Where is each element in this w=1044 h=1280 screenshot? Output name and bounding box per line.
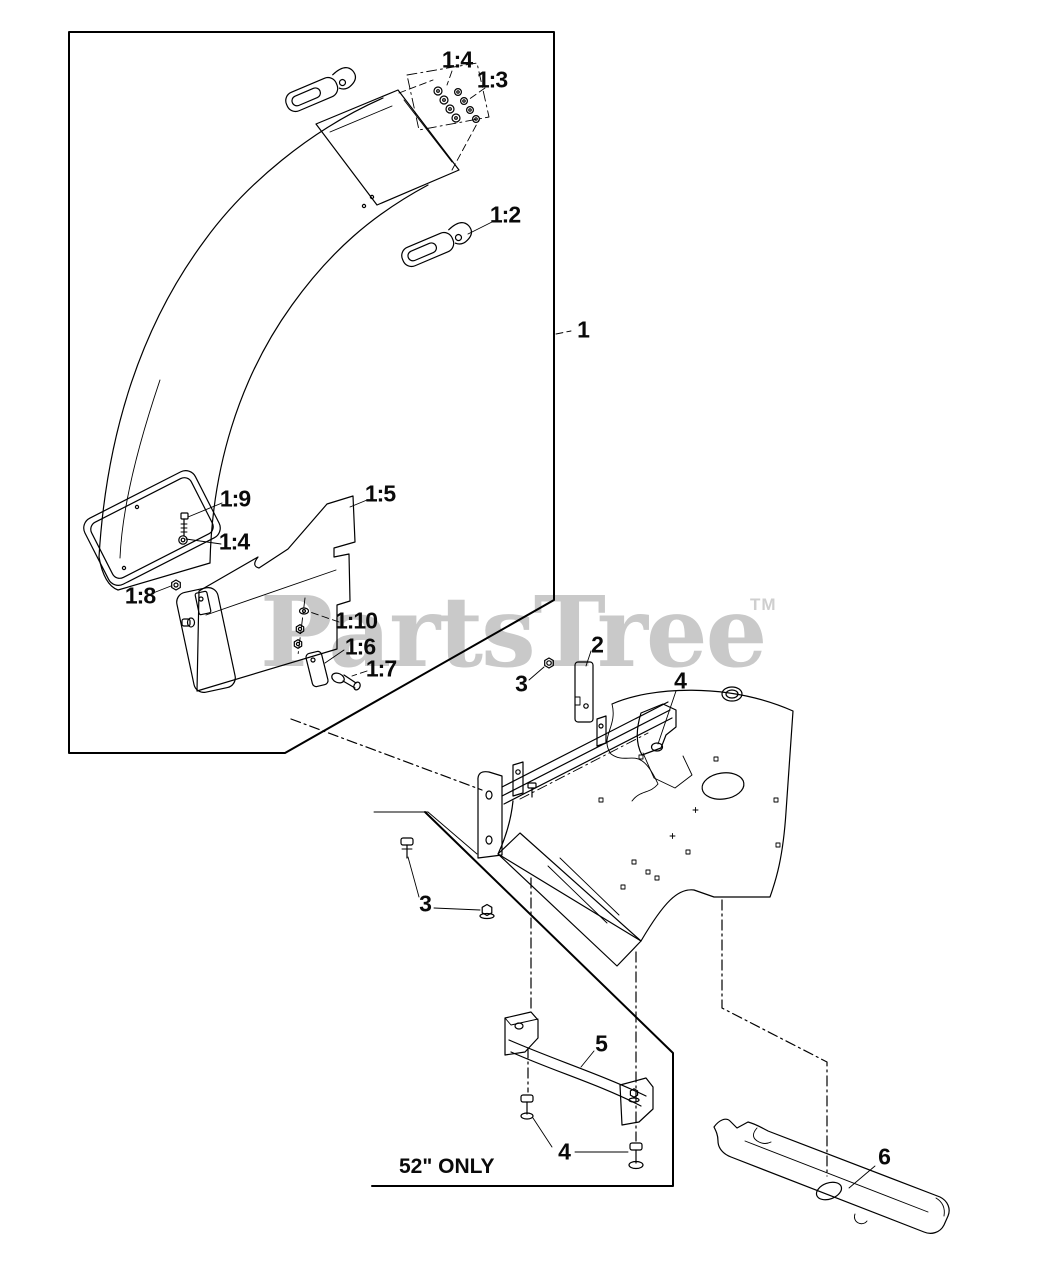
carriage-bolt-and-nut-3 bbox=[400, 837, 495, 920]
baffle-strip-5 bbox=[504, 1011, 654, 1126]
callout-3-lower: 3 bbox=[419, 890, 432, 917]
callout-6: 6 bbox=[878, 1143, 891, 1170]
front-plate bbox=[176, 587, 236, 693]
spacer-and-bolt bbox=[305, 650, 361, 691]
callout-1-2: 1:2 bbox=[489, 201, 521, 228]
callout-1-10: 1:10 bbox=[334, 607, 378, 634]
callout-1-8: 1:8 bbox=[124, 582, 156, 609]
callout-1-4-mid: 1:4 bbox=[218, 528, 250, 555]
watermark-partstree: PartsTree bbox=[260, 575, 767, 689]
inset-box-52-only bbox=[371, 811, 674, 1187]
note-52-only: 52" ONLY bbox=[399, 1155, 495, 1178]
callout-5: 5 bbox=[595, 1030, 608, 1057]
watermark-trademark: TM bbox=[750, 595, 777, 614]
projection-line bbox=[290, 718, 483, 791]
chute-shield-plate bbox=[83, 470, 221, 586]
latch-lower-1-2 bbox=[397, 219, 477, 270]
callout-4-upper: 4 bbox=[674, 667, 687, 694]
leader-lines bbox=[152, 70, 876, 1189]
deck-holes bbox=[598, 754, 781, 890]
callout-1-4-top: 1:4 bbox=[441, 46, 473, 73]
callout-1: 1 bbox=[577, 316, 590, 343]
hardware-stack-1-10 bbox=[293, 597, 310, 656]
callout-1-3: 1:3 bbox=[476, 66, 508, 93]
mower-blade-6 bbox=[713, 1118, 950, 1234]
shield-hardware bbox=[171, 512, 189, 591]
baffle-plate-1-5 bbox=[196, 495, 356, 692]
discharge-chute bbox=[98, 89, 460, 591]
latch-upper bbox=[281, 64, 361, 115]
chute-screw-group bbox=[398, 62, 490, 171]
callout-1-9: 1:9 bbox=[219, 485, 251, 512]
bolts-4 bbox=[520, 1094, 644, 1170]
callout-3-upper: 3 bbox=[515, 670, 528, 697]
callout-1-6: 1:6 bbox=[344, 633, 376, 660]
detail-box-1 bbox=[68, 31, 555, 754]
callout-4-lower: 4 bbox=[558, 1138, 571, 1165]
stop-plate-2 bbox=[544, 657, 594, 723]
callout-1-5: 1:5 bbox=[364, 480, 396, 507]
deck-assembly bbox=[477, 686, 794, 967]
callout-2: 2 bbox=[591, 631, 604, 658]
callout-1-7: 1:7 bbox=[365, 655, 397, 682]
